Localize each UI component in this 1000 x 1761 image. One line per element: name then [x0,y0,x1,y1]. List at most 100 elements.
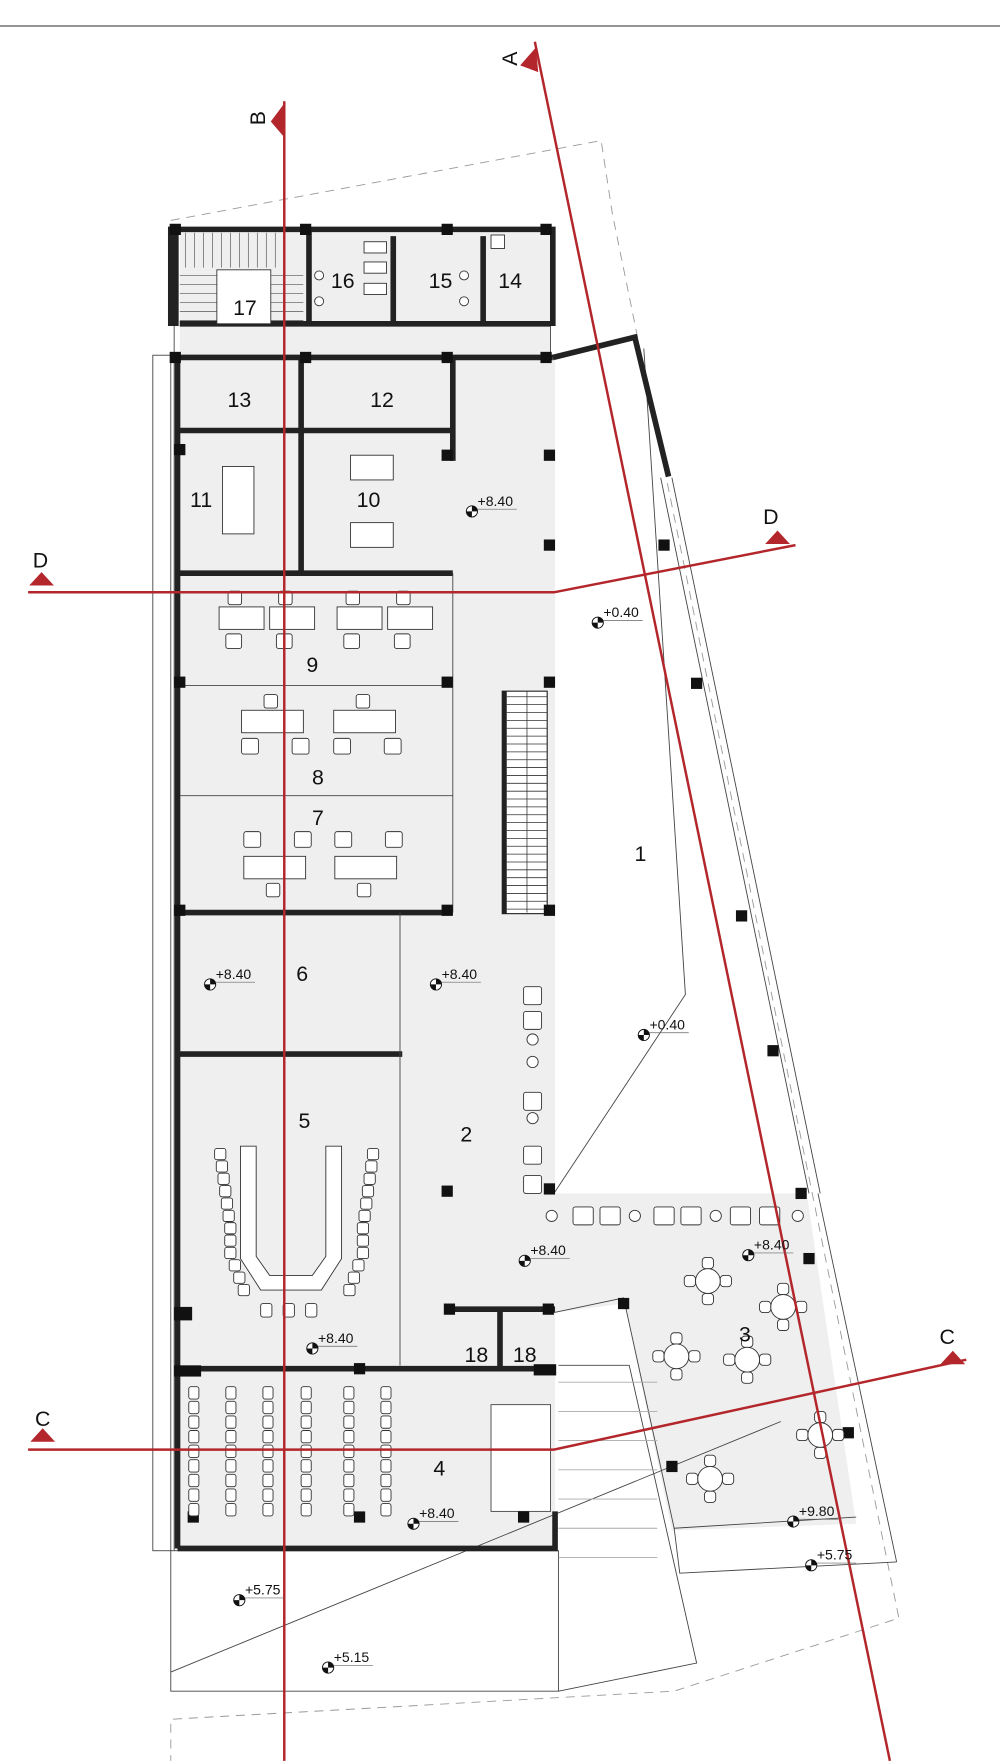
chair-icon [224,1234,237,1247]
column [441,449,453,461]
level-value: +5.75 [817,1547,853,1563]
chair-icon [241,737,259,755]
column [300,351,312,364]
chair-icon [225,1488,237,1502]
desk [333,709,396,734]
chair-icon [293,831,312,848]
column [169,351,181,364]
room-number: 13 [227,388,251,412]
chair-icon [262,1430,274,1444]
chair-icon [188,1444,200,1458]
round-table-icon [652,1332,701,1381]
section-d-right-arrow [765,530,790,544]
column [767,1045,779,1057]
level-markers: +8.40 +0.40 +0.40 +8.40 +8.40 +8.40 +8.40 +8.40… [204,493,857,1674]
side-table [526,1055,539,1069]
columns [169,223,854,1523]
section-line-a [533,41,892,1761]
section-label-b: B [246,111,270,125]
round-table-icon [683,1257,732,1306]
chair-icon [380,1415,392,1429]
outdoor-steps [558,1381,658,1558]
desk [350,522,394,548]
chair-icon [380,1473,392,1488]
room-number: 15 [429,269,453,293]
chair-icon [356,1246,369,1260]
chair-icon [653,1206,675,1226]
chair-icon [262,1415,274,1429]
side-table [526,1112,539,1125]
chair-icon [222,1209,235,1222]
chair-icon [224,1222,237,1235]
column [540,223,552,235]
furniture [188,234,845,1517]
level-marker: +8.40 [465,493,517,518]
section-c-right-arrow [940,1350,966,1365]
level-value: +0.40 [649,1016,685,1032]
level-marker: +8.40 [407,1505,459,1530]
walls [167,226,672,1552]
room-number: 3 [739,1323,751,1347]
side-table [545,1209,558,1222]
chair-icon [220,1197,234,1210]
level-value: +0.40 [603,604,639,620]
chair-icon [300,1400,312,1415]
level-marker: +8.40 [742,1237,794,1262]
chair-icon [360,1197,373,1210]
chair-icon [300,1488,312,1502]
column [517,1511,530,1523]
facade-lines [152,326,898,1692]
desk [269,606,316,630]
floor-fills [179,229,857,1549]
level-value: +8.40 [318,1330,354,1346]
column [353,1363,366,1375]
level-marker: +8.40 [204,966,256,991]
column [174,443,186,456]
chair-icon [355,694,371,709]
chair-icon [233,1271,246,1284]
level-marker: +5.75 [233,1582,285,1607]
column [187,1511,199,1523]
chair-icon [262,1400,274,1415]
column [540,351,552,364]
chair-icon [300,1386,312,1400]
conference-table [240,1145,343,1291]
section-line-c [28,1358,967,1451]
round-table-icon [686,1454,735,1503]
column [441,351,453,364]
chair-icon [334,831,353,848]
chair-icon [217,1172,230,1185]
chair-icon [225,1386,237,1400]
column [543,539,556,551]
sink-icon [314,270,325,281]
level-value: +8.40 [478,493,514,509]
column [441,904,453,916]
chair-icon [343,1415,355,1429]
level-value: +8.40 [442,966,478,982]
chair-icon [523,1174,543,1194]
chair-icon [225,1473,237,1488]
round-table-icon [759,1282,808,1331]
level-value: +8.40 [530,1242,566,1258]
chair-icon [225,1444,237,1458]
chair-icon [224,1246,237,1260]
chair-icon [729,1206,752,1226]
main-stair [179,232,548,915]
chair-icon [188,1473,200,1488]
level-value: +5.15 [334,1649,370,1665]
column [543,904,556,916]
room-number: 1 [635,842,647,866]
chair-icon [380,1430,392,1444]
column [735,910,748,922]
chair-icon [300,1444,312,1458]
chair-icon [343,633,360,649]
chair-icon [356,1234,369,1247]
room-number: 7 [312,806,324,830]
chair-icon [347,1271,360,1284]
room-number: 12 [370,388,394,412]
chair-icon [393,633,411,649]
chair-icon [300,1473,312,1488]
chair-icon [228,1259,241,1272]
column [542,1303,554,1315]
chair-icon [380,1386,392,1400]
